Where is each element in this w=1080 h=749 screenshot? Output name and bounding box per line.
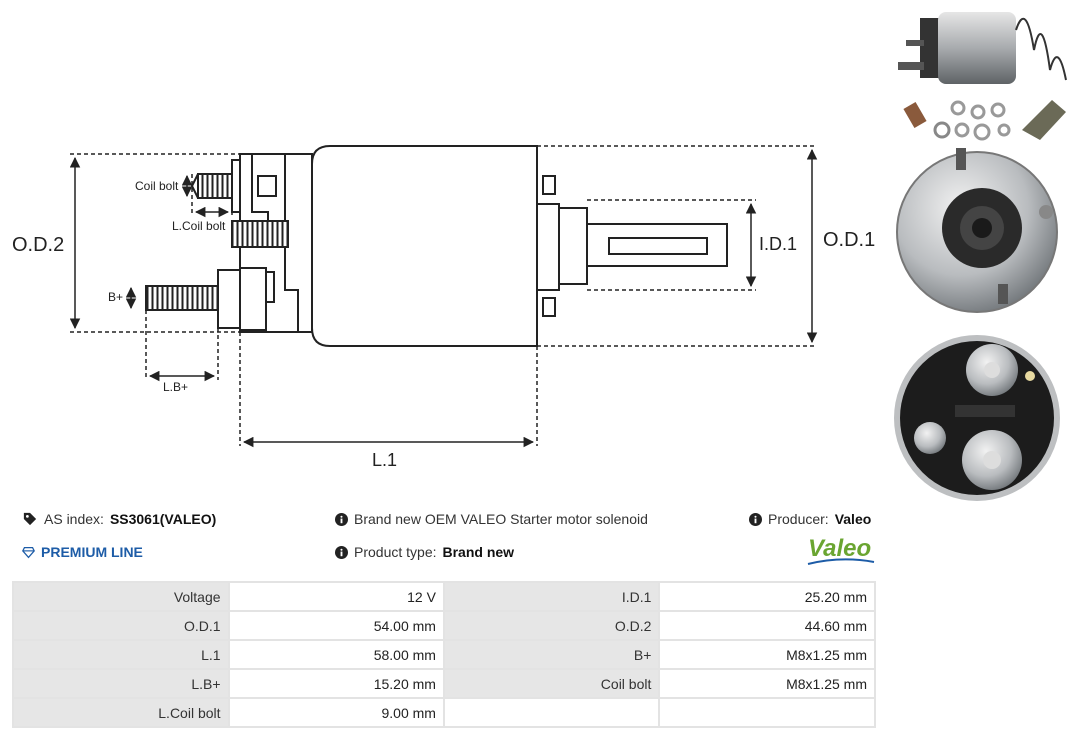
spec-table: Voltage 12 V I.D.1 25.20 mm O.D.1 54.00 …: [12, 581, 876, 728]
info-icon: [749, 512, 762, 526]
product-photos: [894, 12, 1067, 501]
spec-label: L.Coil bolt: [12, 697, 230, 728]
as-index: AS index: SS3061(VALEO): [22, 511, 216, 527]
table-row: Voltage 12 V I.D.1 25.20 mm: [12, 581, 876, 612]
as-index-label: AS index:: [44, 511, 104, 527]
spec-value: M8x1.25 mm: [658, 668, 876, 699]
spec-label: L.1: [12, 639, 230, 670]
diamond-icon: [22, 546, 35, 558]
solenoid-terminals-photo: [894, 335, 1060, 501]
producer: Producer: Valeo: [749, 511, 871, 527]
premium-line-label[interactable]: PREMIUM LINE: [41, 544, 143, 560]
l-b-plus-label: L.B+: [163, 380, 188, 394]
l-coil-bolt-label: L.Coil bolt: [172, 219, 226, 233]
spec-value: 54.00 mm: [227, 610, 445, 641]
spec-label: O.D.2: [442, 610, 661, 641]
table-row: L.Coil bolt 9.00 mm: [12, 697, 876, 728]
spec-value: 25.20 mm: [658, 581, 876, 612]
spec-value: 44.60 mm: [658, 610, 876, 641]
spec-value: 15.20 mm: [227, 668, 445, 699]
svg-text:Valeo: Valeo: [808, 535, 871, 562]
spec-label: O.D.1: [12, 610, 230, 641]
product-type-value: Brand new: [442, 544, 515, 560]
od1-label: O.D.1: [823, 229, 875, 251]
solenoid-front-photo: [896, 148, 1058, 313]
od2-label: O.D.2: [12, 234, 64, 256]
spec-value: 9.00 mm: [227, 697, 445, 728]
spec-label: I.D.1: [442, 581, 661, 612]
as-index-value: SS3061(VALEO): [109, 511, 217, 527]
producer-label: Producer:: [768, 511, 829, 527]
spec-value: M8x1.25 mm: [658, 639, 876, 670]
l1-label: L.1: [372, 450, 397, 470]
valeo-logo: Valeo: [807, 535, 875, 565]
spec-label: Voltage: [12, 581, 230, 612]
description: Brand new OEM VALEO Starter motor soleno…: [335, 511, 648, 527]
spec-empty-cell: [658, 697, 876, 728]
solenoid-kit-photo: [898, 12, 1067, 141]
tags-icon: [23, 512, 37, 526]
spec-empty-cell: [442, 697, 661, 728]
technical-drawing: Coil bolt L.Coil bolt B+ L.B+ O.D.2 O.D.…: [12, 145, 875, 470]
info-icon: [335, 512, 348, 526]
spec-label: Coil bolt: [442, 668, 661, 699]
table-row: L.1 58.00 mm B+ M8x1.25 mm: [12, 639, 876, 670]
spec-value: 58.00 mm: [227, 639, 445, 670]
spec-value: 12 V: [227, 581, 445, 612]
premium-line[interactable]: PREMIUM LINE: [22, 544, 143, 560]
table-row: O.D.1 54.00 mm O.D.2 44.60 mm: [12, 610, 876, 641]
table-row: L.B+ 15.20 mm Coil bolt M8x1.25 mm: [12, 668, 876, 699]
spec-label: L.B+: [12, 668, 230, 699]
producer-value: Valeo: [834, 511, 872, 527]
id1-label: I.D.1: [759, 234, 797, 254]
info-icon: [335, 545, 348, 559]
b-plus-label: B+: [108, 290, 123, 304]
product-type-label: Product type:: [354, 544, 437, 560]
product-type: Product type: Brand new: [335, 544, 514, 560]
coil-bolt-label: Coil bolt: [135, 179, 179, 193]
description-text: Brand new OEM VALEO Starter motor soleno…: [354, 511, 648, 527]
spec-label: B+: [442, 639, 661, 670]
